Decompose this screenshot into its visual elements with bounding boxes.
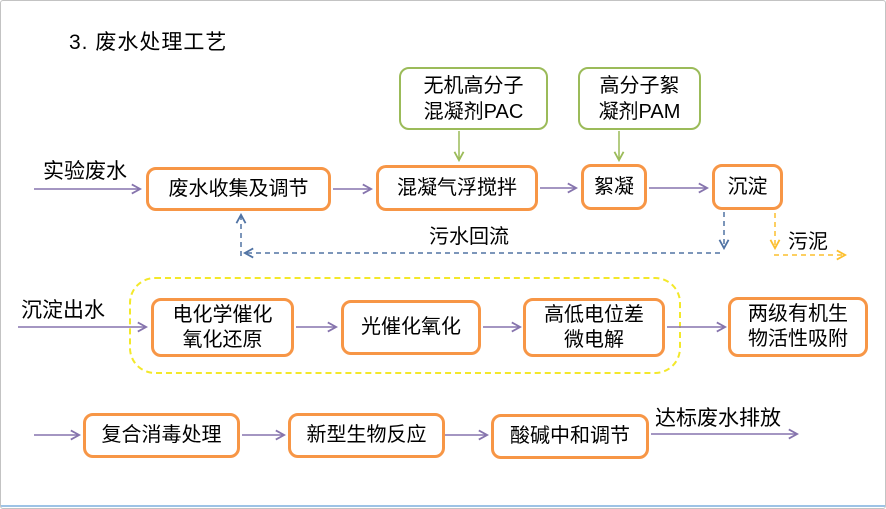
chemical-pac-line2: 混凝剂PAC bbox=[423, 100, 524, 123]
process-box-bioreaction: 新型生物反应 bbox=[288, 413, 445, 458]
sludge-label: 污泥 bbox=[788, 231, 828, 253]
chemical-box-pac: 无机高分子 混凝剂PAC bbox=[399, 67, 548, 130]
process-box-neutralization: 酸碱中和调节 bbox=[491, 414, 649, 459]
process-box-electrochemical: 电化学催化 氧化还原 bbox=[151, 298, 294, 357]
electrochemical-line1: 电化学催化 bbox=[172, 303, 273, 326]
recycle-label: 污水回流 bbox=[429, 226, 509, 248]
process-box-bio-adsorption: 两级有机生 物活性吸附 bbox=[728, 297, 868, 357]
page-title: 3. 废水处理工艺 bbox=[69, 31, 228, 54]
bio-adsorption-line2: 物活性吸附 bbox=[748, 328, 848, 350]
process-box-flocculation: 絮凝 bbox=[581, 164, 647, 210]
microelectrolysis-line2: 微电解 bbox=[564, 328, 624, 351]
process-box-coag-flotation: 混凝气浮搅拌 bbox=[376, 165, 538, 211]
bio-adsorption-line1: 两级有机生 bbox=[748, 303, 848, 325]
stage2-input-label: 沉淀出水 bbox=[21, 299, 105, 322]
chemical-pam-line1: 高分子絮 bbox=[599, 74, 680, 97]
process-box-microelectrolysis: 高低电位差 微电解 bbox=[523, 298, 665, 357]
process-box-photocatalytic: 光催化氧化 bbox=[341, 300, 481, 355]
stage2-dashed-outline bbox=[129, 277, 681, 374]
discharge-label: 达标废水排放 bbox=[655, 407, 781, 430]
process-box-disinfection: 复合消毒处理 bbox=[83, 413, 240, 458]
chemical-box-pam: 高分子絮 凝剂PAM bbox=[578, 67, 701, 130]
chemical-pam-line2: 凝剂PAM bbox=[598, 100, 681, 123]
photocatalytic-line1: 光催化氧化 bbox=[361, 316, 461, 338]
chemical-pac-line1: 无机高分子 bbox=[423, 74, 524, 97]
microelectrolysis-line1: 高低电位差 bbox=[544, 303, 644, 326]
slide-footer-line bbox=[1, 505, 885, 507]
stage1-input-label: 实验废水 bbox=[43, 160, 127, 183]
electrochemical-line2: 氧化还原 bbox=[182, 328, 263, 351]
process-box-sedimentation: 沉淀 bbox=[712, 164, 783, 210]
process-box-collection: 废水收集及调节 bbox=[146, 167, 331, 211]
